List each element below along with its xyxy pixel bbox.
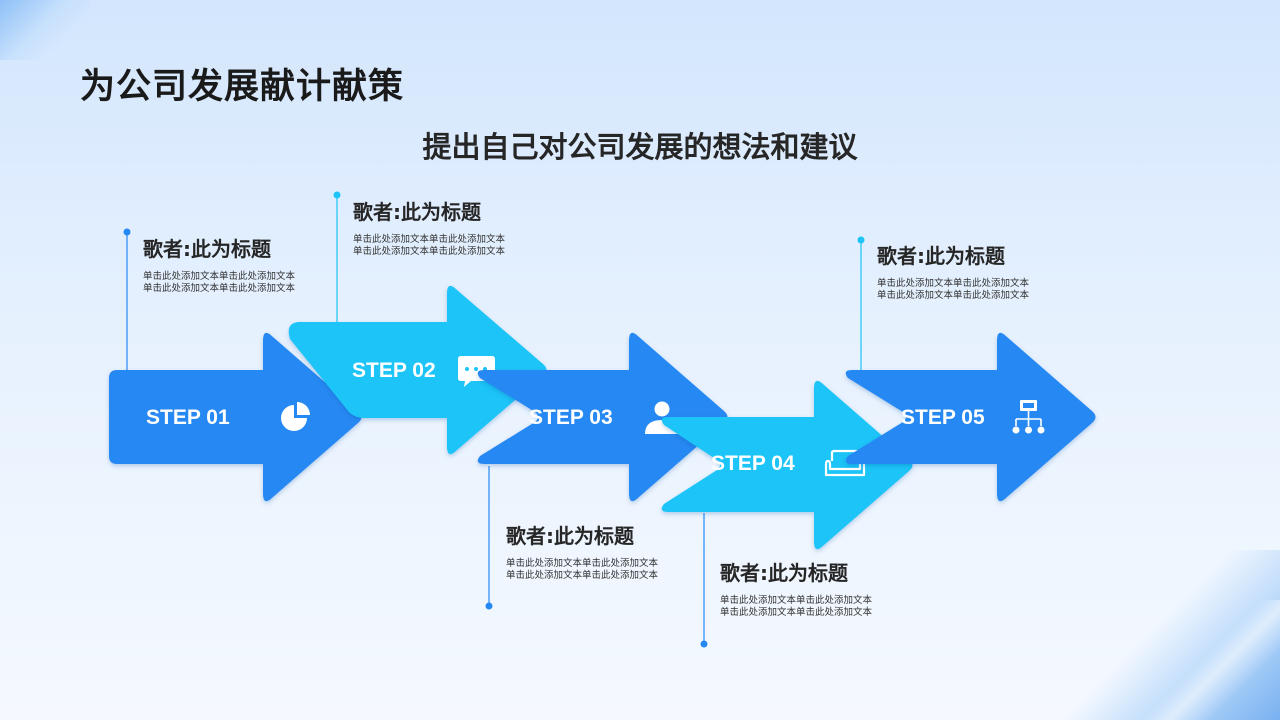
step-card-title-1: 歌者:此为标题 — [143, 237, 271, 261]
step-arrow-5: STEP 05 — [845, 332, 1096, 502]
step-card-1: 歌者:此为标题 单击此处添加文本单击此处添加文本 单击此处添加文本单击此处添加文… — [143, 233, 343, 295]
step-card-5: 歌者:此为标题 单击此处添加文本单击此处添加文本 单击此处添加文本单击此处添加文… — [877, 240, 1077, 302]
connector-step-5 — [857, 236, 865, 370]
step-card-desc-4: 单击此处添加文本单击此处添加文本 单击此处添加文本单击此处添加文本 — [720, 595, 873, 618]
step-arrow-3: STEP 03 — [477, 332, 728, 502]
corner-decoration-top-left — [0, 0, 90, 60]
step-card-desc-1: 单击此处添加文本单击此处添加文本 单击此处添加文本单击此处添加文本 — [143, 271, 296, 294]
step-arrow-4: STEP 04 — [661, 380, 913, 550]
step-card-title-2: 歌者:此为标题 — [353, 200, 481, 224]
step-arrow-1: STEP 01 — [109, 332, 362, 502]
step-card-desc-2: 单击此处添加文本单击此处添加文本 单击此处添加文本单击此处添加文本 — [353, 234, 506, 257]
subtitle: 提出自己对公司发展的想法和建议 — [422, 130, 858, 164]
step-label-1: STEP 01 — [146, 406, 230, 429]
step-card-title-5: 歌者:此为标题 — [877, 244, 1005, 268]
step-label-2: STEP 02 — [352, 359, 436, 382]
step-card-title-4: 歌者:此为标题 — [720, 561, 848, 585]
step-label-5: STEP 05 — [901, 406, 985, 429]
page-title: 为公司发展献计献策 — [80, 67, 405, 107]
org-chart-icon — [1012, 400, 1045, 434]
step-card-4: 歌者:此为标题 单击此处添加文本单击此处添加文本 单击此处添加文本单击此处添加文… — [720, 557, 920, 619]
connector-step-3 — [485, 466, 493, 610]
step-label-4: STEP 04 — [711, 452, 795, 475]
step-card-3: 歌者:此为标题 单击此处添加文本单击此处添加文本 单击此处添加文本单击此处添加文… — [506, 520, 706, 582]
step-card-desc-3: 单击此处添加文本单击此处添加文本 单击此处添加文本单击此处添加文本 — [506, 558, 659, 581]
step-card-2: 歌者:此为标题 单击此处添加文本单击此处添加文本 单击此处添加文本单击此处添加文… — [353, 196, 553, 258]
pie-chart-icon — [281, 402, 310, 431]
step-card-desc-5: 单击此处添加文本单击此处添加文本 单击此处添加文本单击此处添加文本 — [877, 278, 1030, 301]
step-arrow-2: STEP 02 — [288, 285, 547, 455]
step-label-3: STEP 03 — [529, 406, 613, 429]
corner-decoration-highlight — [1120, 600, 1280, 720]
step-card-title-3: 歌者:此为标题 — [506, 524, 634, 548]
connector-step-4 — [700, 513, 708, 648]
connector-step-1 — [123, 228, 131, 370]
connector-step-2 — [333, 191, 341, 323]
